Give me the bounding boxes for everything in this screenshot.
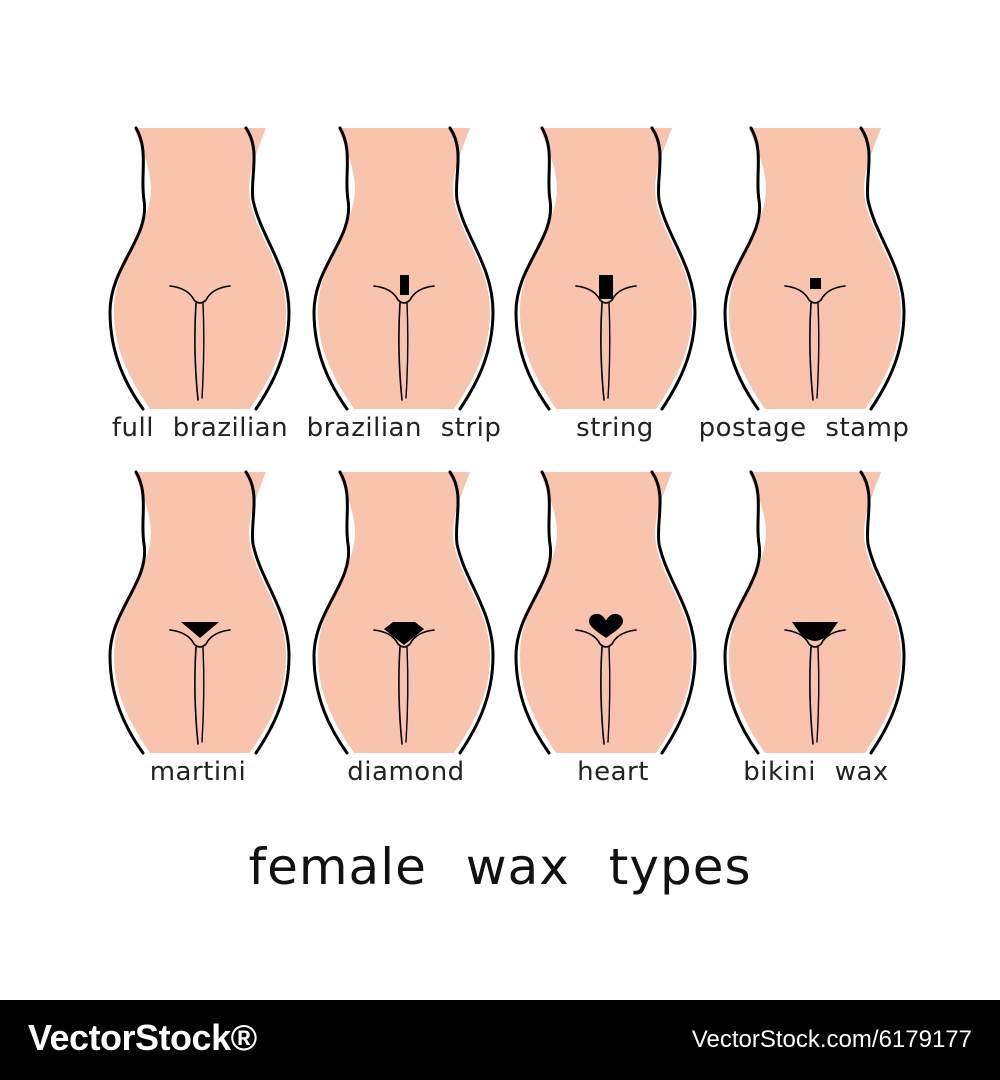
left-contour bbox=[108, 470, 147, 755]
inner-thigh-line bbox=[600, 302, 605, 401]
hair-shape-string bbox=[599, 275, 613, 299]
figure-brazilian-strip bbox=[312, 126, 495, 411]
left-contour bbox=[514, 126, 553, 411]
body-silhouette bbox=[114, 128, 286, 409]
inner-thigh-line bbox=[607, 646, 611, 743]
hair-shape-martini bbox=[181, 622, 219, 638]
inner-thigh-line bbox=[201, 302, 205, 399]
hair-shape-bikini bbox=[792, 622, 838, 641]
body-silhouette bbox=[729, 472, 901, 753]
inner-thigh-line bbox=[194, 302, 199, 401]
groin-crease bbox=[169, 285, 231, 304]
body-silhouette bbox=[729, 128, 901, 409]
groin-crease bbox=[575, 285, 637, 304]
inner-thigh-line bbox=[194, 646, 199, 745]
hair-shape-heart bbox=[589, 613, 623, 638]
right-contour bbox=[448, 126, 495, 411]
figure-martini bbox=[108, 470, 291, 755]
left-contour bbox=[312, 126, 351, 411]
inner-thigh-line bbox=[405, 302, 409, 399]
figure-label-full-brazilian: full brazilian bbox=[111, 413, 289, 443]
inner-thigh-line bbox=[816, 302, 820, 399]
page-title: female wax types bbox=[248, 838, 752, 896]
figure-diamond bbox=[312, 470, 495, 755]
hair-shape-stamp bbox=[810, 278, 821, 289]
inner-thigh-line bbox=[809, 646, 814, 745]
footer-brand-logo: VectorStock® bbox=[28, 1017, 257, 1058]
right-contour bbox=[650, 470, 697, 755]
right-contour bbox=[859, 126, 906, 411]
figure-string bbox=[514, 126, 697, 411]
right-contour bbox=[650, 126, 697, 411]
inner-thigh-line bbox=[398, 646, 403, 745]
groin-crease bbox=[575, 629, 637, 648]
left-contour bbox=[723, 470, 762, 755]
left-contour bbox=[723, 126, 762, 411]
figure-full-brazilian bbox=[108, 126, 291, 411]
footer-image-id: VectorStock.com/6179177 bbox=[691, 1026, 972, 1053]
figure-label-string: string bbox=[576, 413, 654, 443]
inner-thigh-line bbox=[816, 646, 820, 743]
inner-thigh-line bbox=[201, 646, 205, 743]
body-silhouette bbox=[318, 472, 490, 753]
figure-label-postage-stamp: postage stamp bbox=[698, 413, 910, 443]
figure-label-diamond: diamond bbox=[347, 757, 465, 787]
inner-thigh-line bbox=[809, 302, 814, 401]
inner-thigh-line bbox=[398, 302, 403, 401]
hair-shape-diamond bbox=[384, 622, 424, 645]
figure-label-martini: martini bbox=[149, 757, 247, 787]
figure-label-heart: heart bbox=[577, 757, 649, 787]
right-contour bbox=[244, 126, 291, 411]
body-silhouette bbox=[318, 128, 490, 409]
wax-types-illustration bbox=[108, 126, 906, 755]
figure-heart bbox=[514, 470, 697, 755]
body-silhouette bbox=[520, 128, 692, 409]
figure-postage-stamp bbox=[723, 126, 906, 411]
figure-bikini-wax bbox=[723, 470, 906, 755]
right-contour bbox=[244, 470, 291, 755]
figure-label-bikini-wax: bikini wax bbox=[743, 757, 889, 787]
watermark-footer: VectorStock® VectorStock.com/6179177 bbox=[0, 1000, 1000, 1080]
hair-shape-strip bbox=[400, 275, 409, 295]
figure-label-brazilian-strip: brazilian strip bbox=[306, 413, 502, 443]
groin-crease bbox=[784, 629, 846, 648]
groin-crease bbox=[373, 285, 435, 304]
inner-thigh-line bbox=[600, 646, 605, 745]
groin-crease bbox=[169, 629, 231, 648]
body-silhouette bbox=[114, 472, 286, 753]
body-silhouette bbox=[520, 472, 692, 753]
groin-crease bbox=[373, 629, 435, 648]
right-contour bbox=[859, 470, 906, 755]
groin-crease bbox=[784, 285, 846, 304]
left-contour bbox=[108, 126, 147, 411]
left-contour bbox=[514, 470, 553, 755]
left-contour bbox=[312, 470, 351, 755]
inner-thigh-line bbox=[607, 302, 611, 399]
inner-thigh-line bbox=[405, 646, 409, 743]
right-contour bbox=[448, 470, 495, 755]
